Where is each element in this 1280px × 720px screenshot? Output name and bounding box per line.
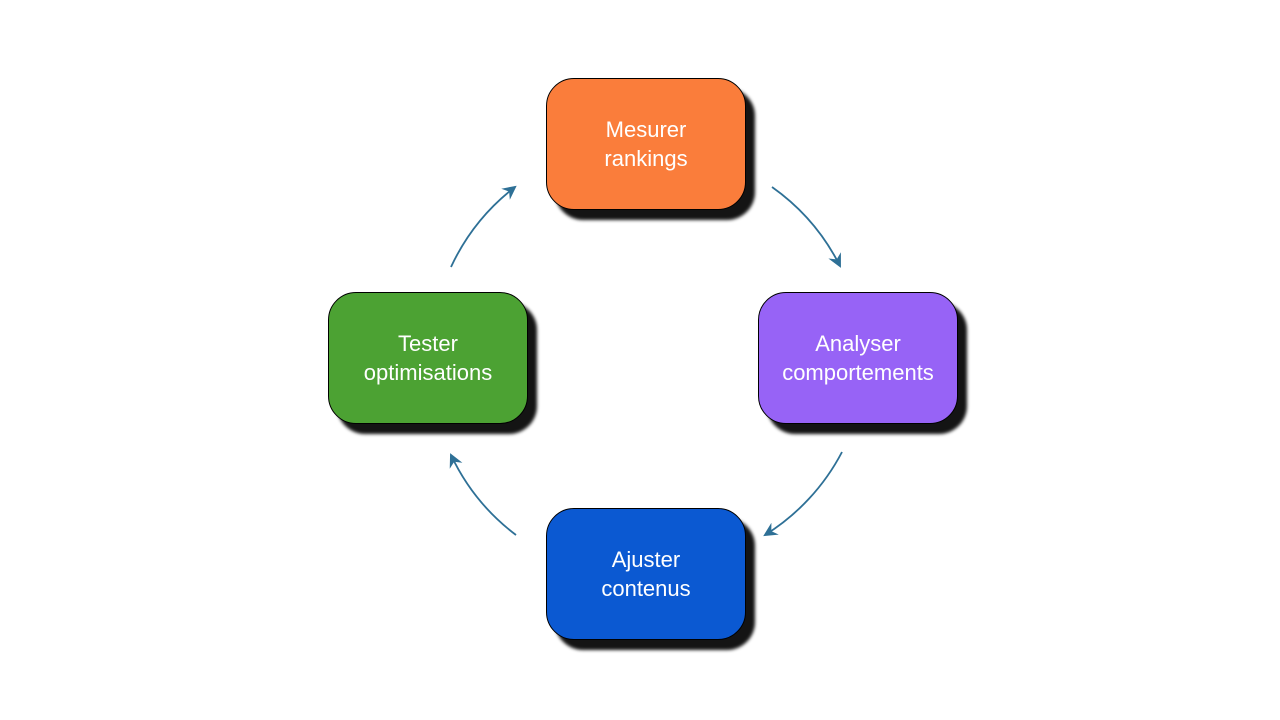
arrow-tester-to-mesurer: [450, 185, 517, 268]
node-label-mesurer-rankings: Mesurer rankings: [604, 116, 688, 171]
node-tester-optimisations[interactable]: Tester optimisations: [328, 292, 528, 424]
node-mesurer-rankings[interactable]: Mesurer rankings: [546, 78, 746, 210]
node-label-ajuster-contenus: Ajuster contenus: [601, 546, 691, 601]
node-analyser-comportements[interactable]: Analyser comportements: [758, 292, 958, 424]
node-label-analyser-comportements: Analyser comportements: [782, 330, 934, 385]
arrow-ajuster-to-tester: [449, 453, 517, 536]
node-ajuster-contenus[interactable]: Ajuster contenus: [546, 508, 746, 640]
arrow-analyser-to-ajuster: [763, 451, 843, 537]
node-label-tester-optimisations: Tester optimisations: [363, 330, 493, 385]
arrow-mesurer-to-analyser: [771, 186, 841, 268]
